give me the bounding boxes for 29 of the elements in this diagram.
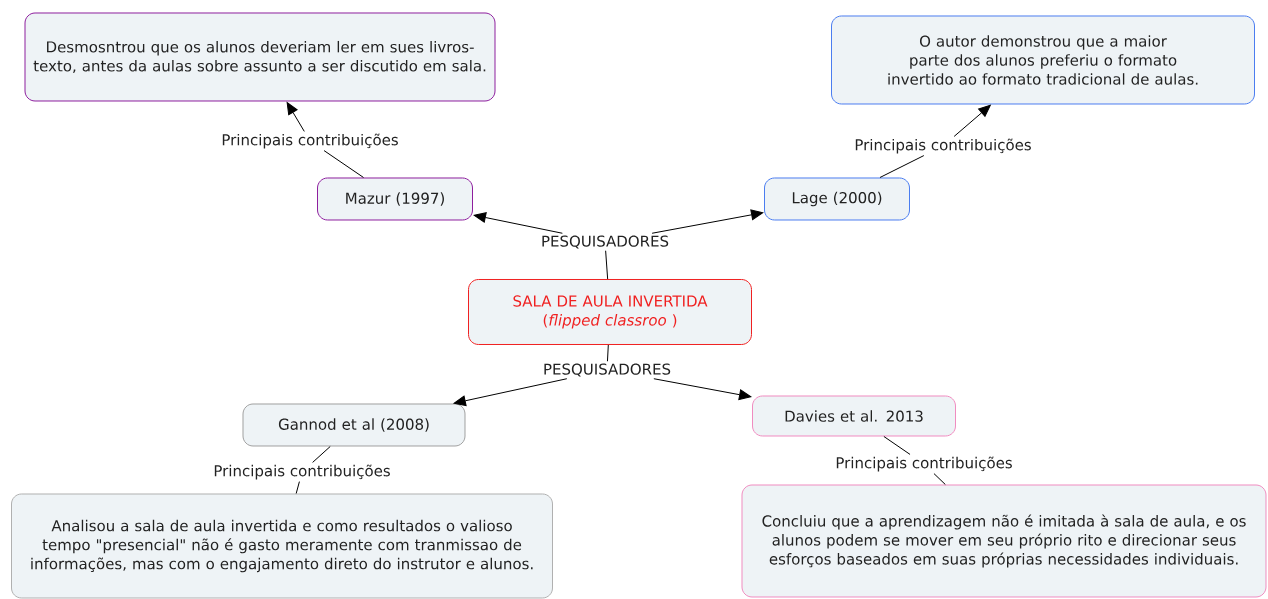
author-box: Davies et al. 2013 — [752, 395, 956, 437]
connector-line — [605, 250, 609, 280]
text-box: O autor demonstrou que a maior parte dos alunos preferiu o formato invertido ao formato tradicional de aulas. — [831, 15, 1255, 105]
author-box: Mazur (1997) — [317, 177, 473, 221]
linking-phrase: Principais contribuições — [855, 138, 1031, 154]
arrow — [286, 102, 305, 132]
connector-line — [323, 150, 364, 178]
linking-phrase: Principais contribuições — [214, 464, 390, 480]
arrow — [651, 209, 764, 234]
connector-line — [606, 344, 609, 362]
arrow — [953, 104, 991, 137]
linking-phrase: Principais contribuições — [836, 456, 1012, 472]
text-box: Desmosntrou que os alunos deveriam ler em sues livros-texto, antes da aulas sobre assunto a ser discutido em sala. — [24, 12, 496, 102]
author-box: Gannod et al (2008) — [242, 403, 466, 447]
concept-box: SALA DE AULA INVERTIDA (flipped classroo ) — [468, 279, 752, 345]
linking-phrase: Principais contribuições — [222, 133, 398, 149]
connector-line — [312, 446, 331, 463]
connector-line — [879, 155, 925, 178]
arrow — [473, 212, 563, 234]
arrow — [653, 378, 752, 400]
linking-phrase: PESQUISADORES — [542, 235, 669, 249]
arrow — [453, 378, 568, 407]
text-box: Concluiu que a aprendizagem não é imitada à sala de aula, e os alunos podem se mover em seu próprio rito e direcionar seus esforços baseados em suas próprias necessidades individuais. — [741, 484, 1267, 598]
linking-phrase: PESQUISADORES — [544, 363, 671, 377]
connector-line — [933, 473, 946, 485]
author-box: Lage (2000) — [764, 177, 910, 221]
connector-line — [295, 481, 300, 494]
text-box: Analisou a sala de aula invertida e como resultados o valioso tempo "presencial" não é gasto meramente com tranmissao de informações, mas com o engajamento direto do instrutor e alunos. — [11, 493, 553, 599]
connector-line — [883, 436, 911, 455]
